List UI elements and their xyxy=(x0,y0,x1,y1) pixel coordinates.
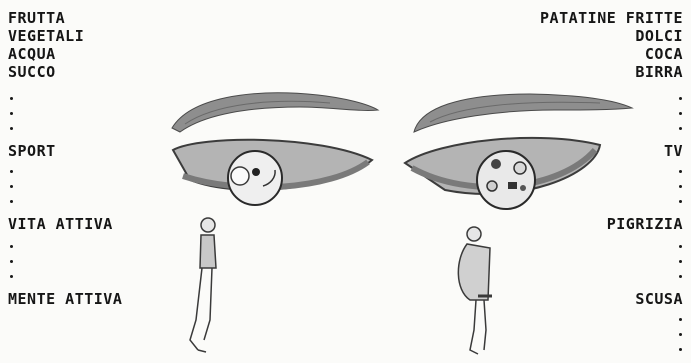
food-item: FRUTTA xyxy=(8,9,84,27)
healthy-food-list: FRUTTA VEGETALI ACQUA SUCCO xyxy=(8,9,84,81)
food-item: SUCCO xyxy=(8,63,84,81)
food-item: BIRRA xyxy=(540,63,683,81)
heavy-figure xyxy=(458,227,492,354)
left-word-mente-attiva: MENTE ATTIVA xyxy=(8,290,122,308)
left-eyebrow xyxy=(172,93,378,132)
right-word-scusa: SCUSA xyxy=(635,290,683,308)
food-item: ACQUA xyxy=(8,45,84,63)
food-item: COCA xyxy=(540,45,683,63)
left-word-vita-attiva: VITA ATTIVA xyxy=(8,215,113,233)
food-item: DOLCI xyxy=(540,27,683,45)
slim-figure xyxy=(190,218,216,352)
left-word-sport: SPORT xyxy=(8,142,56,160)
right-eyebrow xyxy=(414,94,632,132)
food-item: VEGETALI xyxy=(8,27,84,45)
right-word-pigrizia: PIGRIZIA xyxy=(607,215,683,233)
right-eye xyxy=(405,138,600,209)
left-eye xyxy=(173,140,372,205)
food-item: PATATINE FRITTE xyxy=(540,9,683,27)
unhealthy-food-list: PATATINE FRITTE DOLCI COCA BIRRA xyxy=(540,9,683,81)
right-word-tv: TV xyxy=(664,142,683,160)
